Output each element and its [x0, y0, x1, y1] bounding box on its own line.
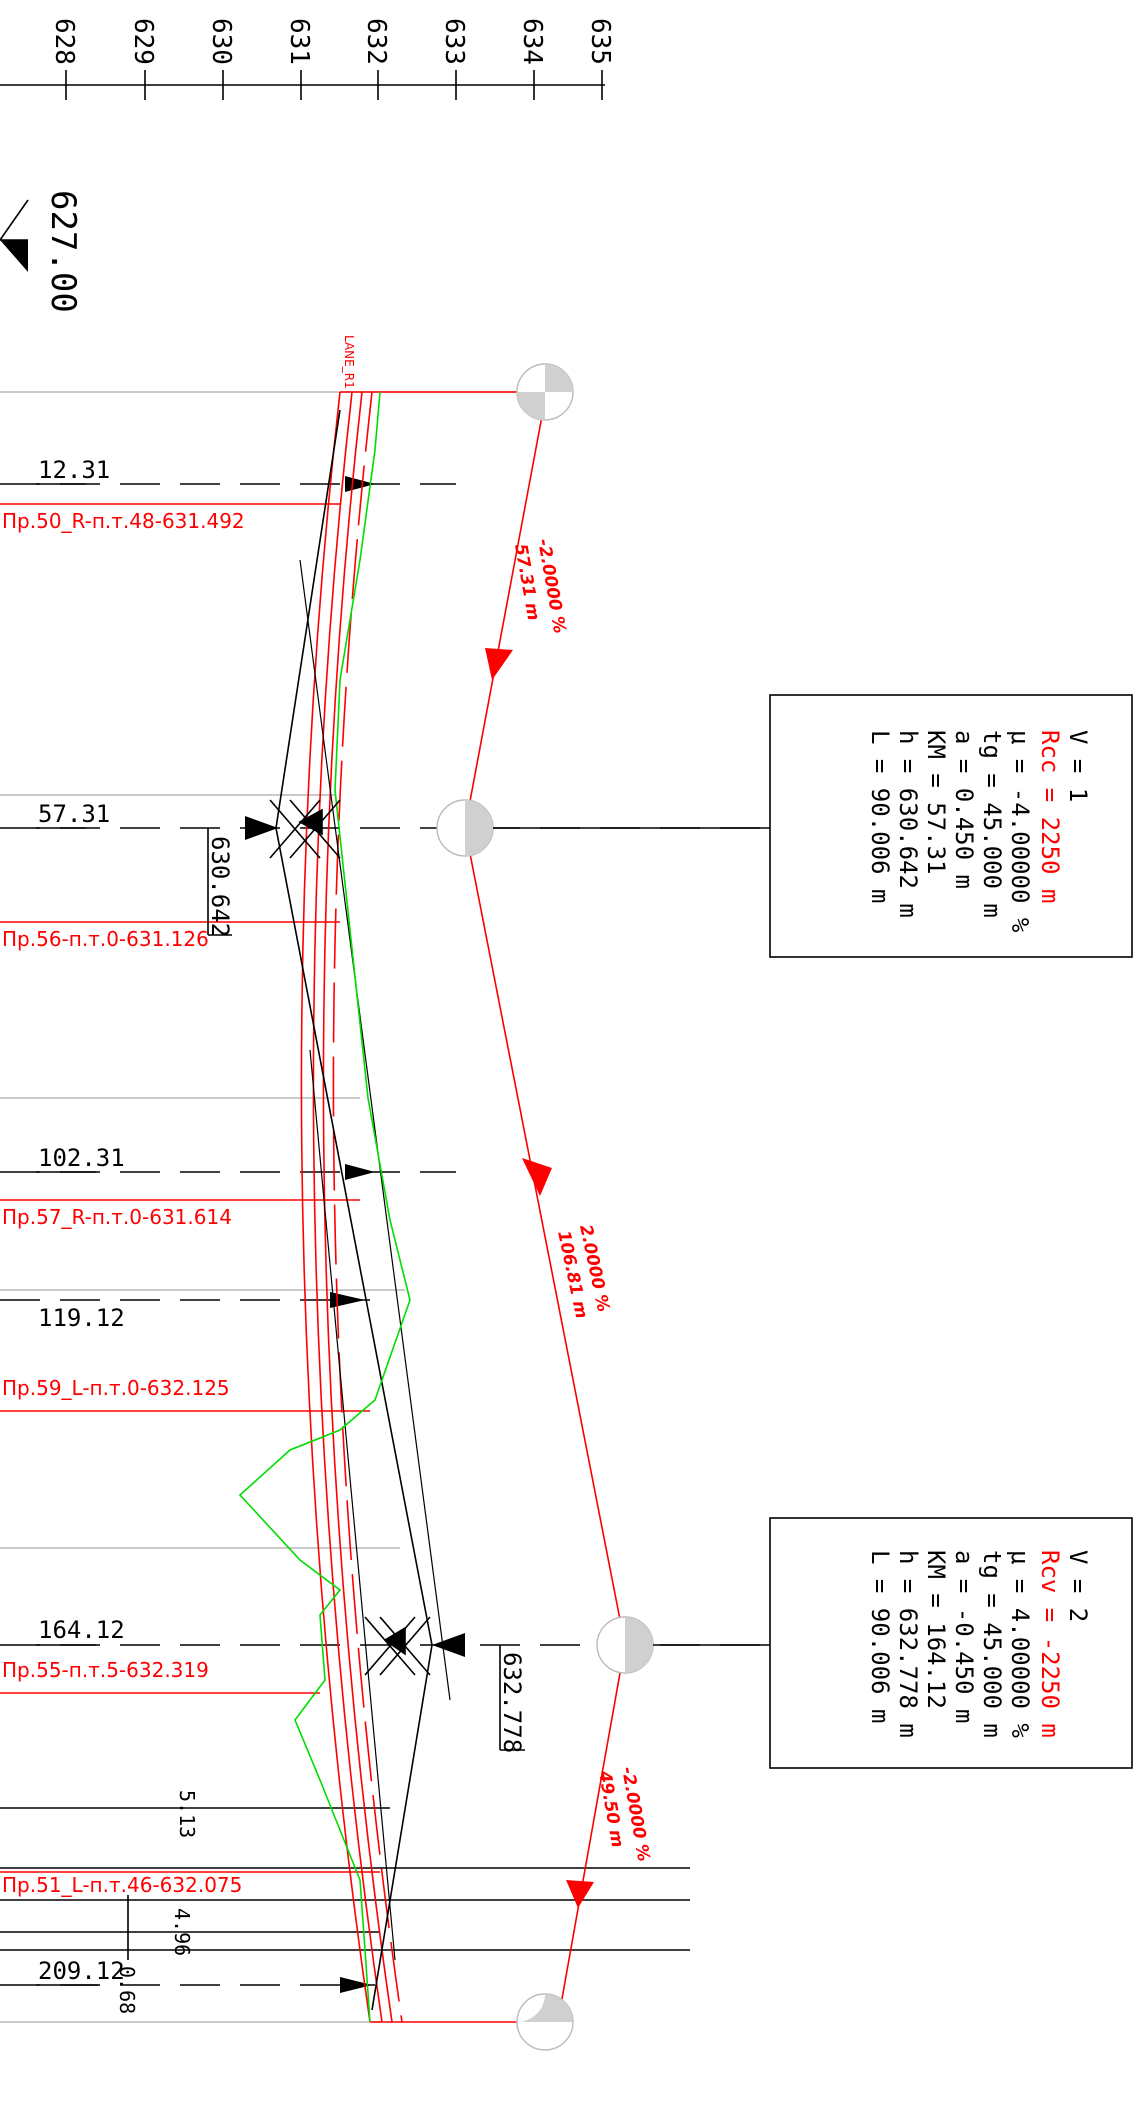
curve-l: L = 90.006 m: [866, 1550, 894, 1723]
scale-tick-label: 635: [585, 18, 615, 65]
curve-mu: μ = -4.00000 %: [1006, 730, 1034, 933]
profile-leaders: [0, 503, 380, 1873]
station-km: 12.31: [38, 456, 110, 484]
dimension-value: 0.68: [115, 1966, 139, 2014]
curve-a: a = 0.450 m: [950, 730, 978, 889]
profile-label: Пр.59_L-п.т.0-632.125: [2, 1376, 230, 1400]
profile-label: Пр.51_L-п.т.46-632.075: [2, 1873, 242, 1897]
grade-line: [464, 399, 626, 2011]
profile-label: Пр.55-п.т.5-632.319: [2, 1658, 209, 1682]
station-km: 119.12: [38, 1304, 125, 1332]
road-surface: [300, 391, 545, 2023]
curve-radius: Rcv = -2250 m: [1036, 1550, 1064, 1738]
scale-tick-label: 631: [284, 18, 314, 65]
curve-km: KM = 57.31: [922, 730, 950, 875]
scale-tick-label: 634: [517, 18, 547, 65]
tangent-lines: [275, 409, 451, 2011]
profile-label: Пр.50_R-п.т.48-631.492: [2, 509, 245, 533]
station-lines: [0, 476, 770, 1993]
curve-radius: Rcc = 2250 m: [1036, 730, 1064, 903]
curve-km: KM = 164.12: [922, 1550, 950, 1709]
grade-circles: [436, 363, 654, 2051]
curve-l: L = 90.006 m: [866, 730, 894, 903]
station-km: 57.31: [38, 800, 110, 828]
ground-line: [238, 391, 411, 2023]
elevation-scale: 628 629 630 631 632 633 634 635: [0, 18, 615, 100]
grade-slope: -2.0000 %: [533, 537, 569, 635]
scale-tick-label: 630: [206, 18, 236, 65]
elevation-value: 632.778: [498, 1652, 526, 1753]
curve-tg: tg = 45.000 m: [978, 730, 1006, 918]
curve-tg: tg = 45.000 m: [978, 1550, 1006, 1738]
curve-mu: μ = 4.00000 %: [1006, 1550, 1034, 1738]
profile-label: Пр.57_R-п.т.0-631.614: [2, 1205, 232, 1229]
intersection-marker-2: [364, 1616, 431, 1676]
intersection-marker-1: [269, 799, 341, 859]
scale-tick-label: 629: [128, 18, 158, 65]
curve-v: V = 1: [1064, 730, 1092, 802]
scale-tick-label: 632: [361, 18, 391, 65]
curve-info-box-1: V = 1 Rcc = 2250 m μ = -4.00000 % tg = 4…: [769, 694, 1133, 958]
station-km: 209.12: [38, 1957, 125, 1985]
curve-h: h = 632.778 m: [894, 1550, 922, 1738]
curve-leaders: [493, 827, 770, 1646]
lane-tag: LANE_R1: [342, 335, 356, 389]
elevation-callouts: [207, 828, 525, 1751]
scale-tick-label: 633: [439, 18, 469, 65]
elevation-value: 630.642: [206, 836, 234, 937]
curve-info-box-2: V = 2 Rcv = -2250 m μ = 4.00000 % tg = 4…: [769, 1517, 1133, 1769]
station-km: 164.12: [38, 1616, 125, 1644]
profile-label: Пр.56-п.т.0-631.126: [2, 927, 209, 951]
datum-label: 627.00: [43, 190, 83, 313]
dimension-value: 4.96: [170, 1908, 194, 1956]
station-km: 102.31: [38, 1144, 125, 1172]
profile-labels: Пр.50_R-п.т.48-631.492 Пр.56-п.т.0-631.1…: [2, 509, 245, 1897]
curve-v: V = 2: [1064, 1550, 1092, 1622]
datum-marker: 627.00: [0, 190, 83, 313]
scale-tick-label: 628: [49, 18, 79, 65]
curve-a: a = -0.450 m: [950, 1550, 978, 1723]
dimension-value: 5.13: [175, 1790, 199, 1838]
curve-h: h = 630.642 m: [894, 730, 922, 918]
station-labels: 12.31 57.31 102.31 119.12 164.12 209.12: [36, 456, 125, 1986]
